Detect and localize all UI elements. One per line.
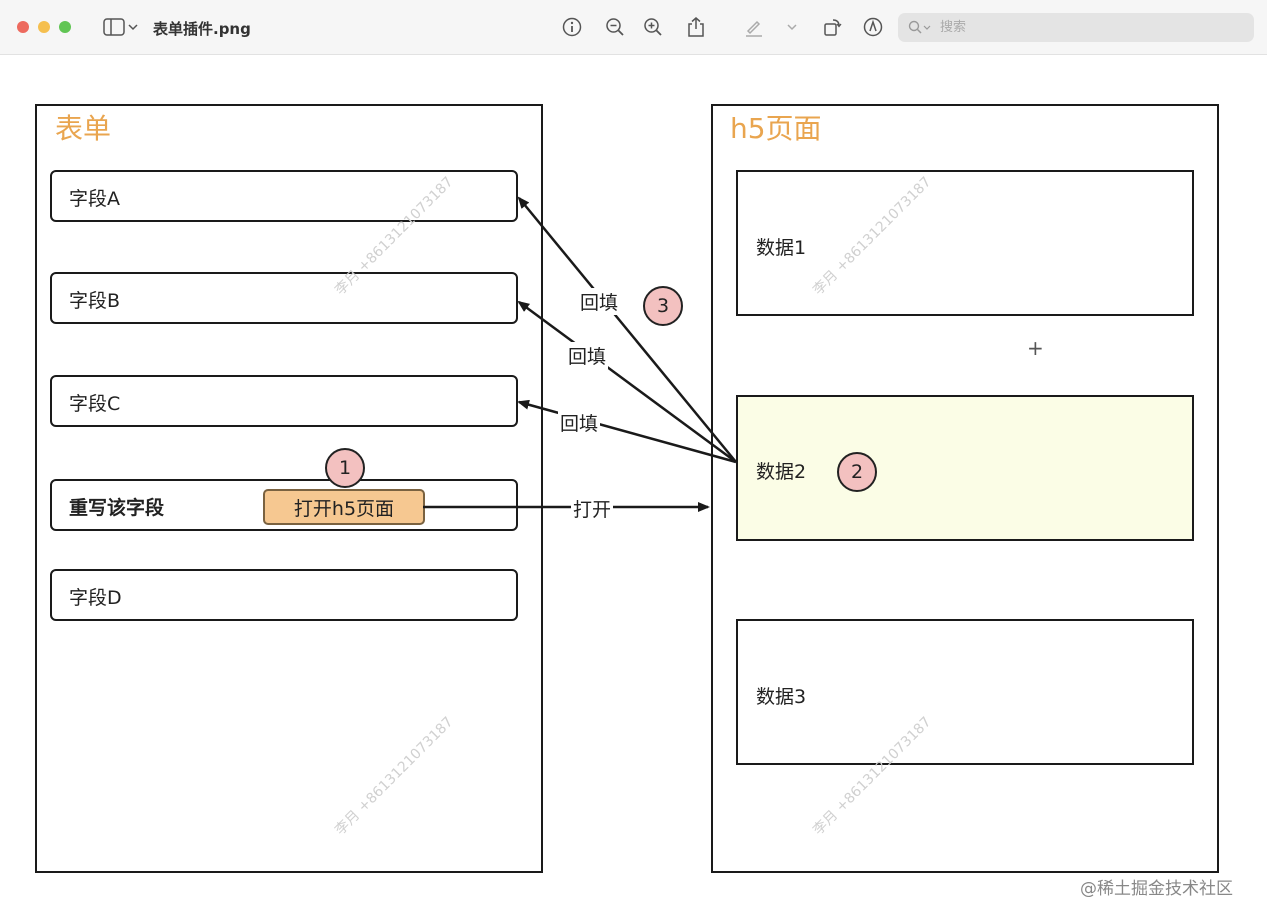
fill-back-label-a: 回填	[578, 288, 621, 315]
sidebar-icon	[103, 18, 138, 36]
markup-menu-button[interactable]	[784, 15, 800, 39]
window-title: 表单插件.png	[153, 20, 251, 38]
fill-back-label-b: 回填	[566, 342, 609, 369]
data-item-2-label: 数据2	[756, 461, 807, 483]
data-item-1-label: 数据1	[756, 237, 807, 259]
markup-button[interactable]	[742, 15, 766, 39]
step-badge-1: 1	[325, 448, 365, 488]
form-field-d: 字段D	[50, 569, 518, 621]
arrow-fill-back-a	[517, 196, 737, 463]
form-field-a: 字段A	[50, 170, 518, 222]
field-d-label: 字段D	[69, 587, 122, 609]
field-c-label: 字段C	[69, 393, 121, 415]
share-icon	[688, 17, 704, 37]
cursor-crosshair: +	[1027, 336, 1044, 360]
data-item-3: 数据3	[736, 619, 1194, 765]
override-field-label: 重写该字段	[69, 497, 165, 519]
annotate-icon	[863, 17, 883, 37]
open-label: 打开	[571, 495, 614, 522]
open-h5-page-button: 打开h5页面	[263, 489, 425, 525]
pen-icon	[746, 20, 762, 37]
search-field[interactable]	[898, 13, 1254, 42]
info-icon	[562, 17, 582, 37]
h5-panel-title: h5页面	[730, 112, 822, 145]
arrow-fill-back-b	[517, 300, 737, 464]
field-a-label: 字段A	[69, 188, 120, 210]
form-field-c: 字段C	[50, 375, 518, 427]
rotate-icon	[824, 19, 842, 36]
zoom-in-button[interactable]	[641, 15, 665, 39]
data-item-3-label: 数据3	[756, 686, 807, 708]
share-button[interactable]	[684, 15, 708, 39]
field-b-label: 字段B	[69, 290, 121, 312]
footer-watermark: @稀土掘金技术社区	[1080, 879, 1233, 899]
search-icon	[908, 20, 931, 34]
zoom-out-icon	[606, 18, 624, 36]
zoom-window-button[interactable]	[59, 21, 71, 33]
step-badge-3: 3	[643, 286, 683, 326]
form-field-b: 字段B	[50, 272, 518, 324]
fill-back-label-c: 回填	[558, 409, 601, 436]
data-item-2: 数据2	[736, 395, 1194, 541]
sidebar-toggle-button[interactable]	[102, 15, 140, 39]
close-window-button[interactable]	[17, 21, 29, 33]
info-button[interactable]	[560, 15, 584, 39]
data-item-1: 数据1	[736, 170, 1194, 316]
chevron-down-icon	[787, 24, 797, 31]
step-badge-2: 2	[837, 452, 877, 492]
window-toolbar: 表单插件.png	[0, 0, 1267, 55]
search-input[interactable]	[938, 19, 1242, 36]
rotate-button[interactable]	[820, 15, 844, 39]
minimize-window-button[interactable]	[38, 21, 50, 33]
annotate-button[interactable]	[861, 15, 885, 39]
form-panel-title: 表单	[55, 112, 112, 145]
zoom-out-button[interactable]	[603, 15, 627, 39]
arrow-fill-back-c	[517, 399, 737, 464]
zoom-in-icon	[644, 18, 662, 36]
